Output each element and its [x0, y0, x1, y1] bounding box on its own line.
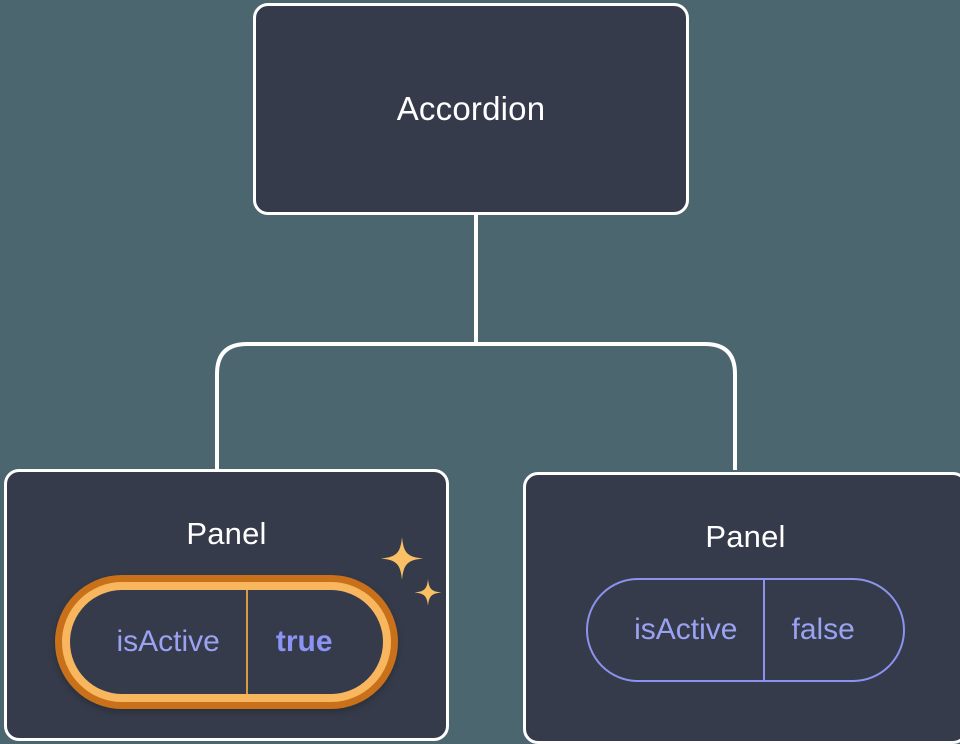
prop-pill-highlight-ring-outer: isActive true: [55, 575, 398, 710]
prop-pill-isactive-false[interactable]: isActive false: [586, 578, 905, 683]
node-accordion-title: Accordion: [396, 89, 546, 127]
prop-pill-divider: [763, 580, 766, 681]
prop-pill-divider: [245, 590, 248, 695]
node-accordion[interactable]: Accordion: [253, 3, 689, 215]
prop-pill-key: isActive: [116, 625, 220, 659]
sparkle-large-icon: [380, 537, 423, 581]
prop-pill-inactive-wrap: isActive false: [586, 578, 905, 683]
prop-pill-key: isActive: [634, 613, 738, 647]
node-panel-active-title: Panel: [186, 516, 267, 551]
connector-branch-bus: [215, 342, 737, 470]
sparkle-small-icon: [414, 579, 442, 607]
prop-pill-isactive-true[interactable]: isActive true: [70, 590, 383, 695]
prop-pill-highlight-ring-inner: isActive true: [62, 582, 391, 703]
prop-pill-value: false: [791, 613, 855, 647]
node-panel-active[interactable]: Panel isActive true: [4, 469, 449, 741]
node-panel-inactive[interactable]: Panel isActive false: [523, 472, 960, 744]
node-panel-inactive-title: Panel: [705, 519, 786, 554]
prop-pill-active-wrap: isActive true: [55, 537, 442, 710]
prop-pill-value: true: [275, 625, 333, 659]
